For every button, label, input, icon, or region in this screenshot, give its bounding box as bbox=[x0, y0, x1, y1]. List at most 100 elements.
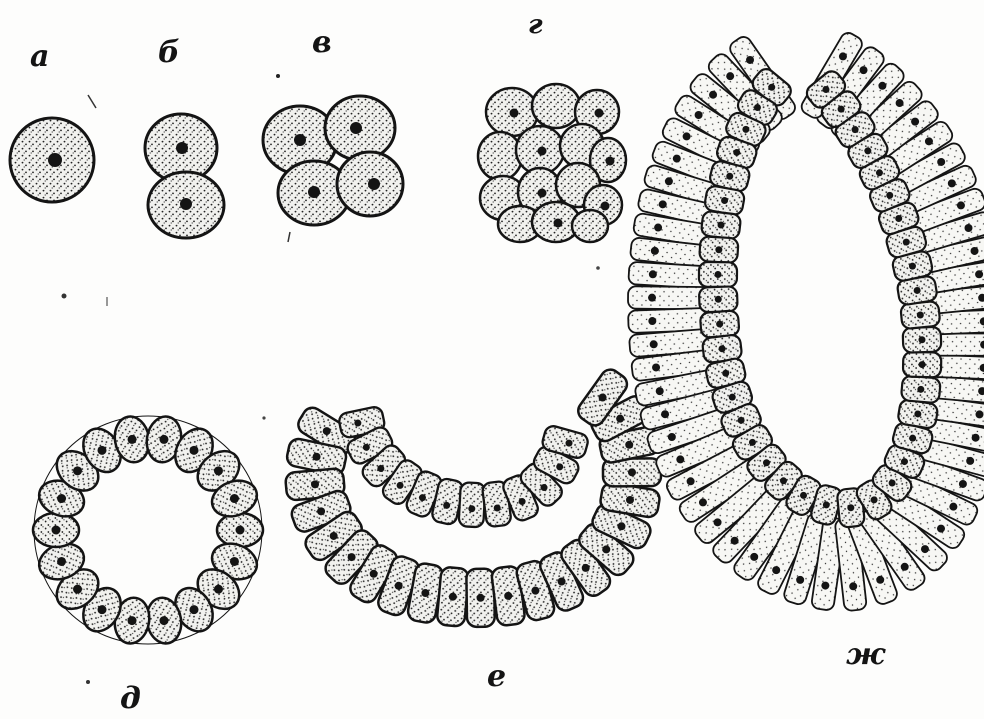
nucleus bbox=[661, 410, 669, 418]
nucleus bbox=[901, 458, 908, 465]
nucleus bbox=[419, 494, 426, 501]
nucleus bbox=[864, 147, 871, 154]
nucleus bbox=[541, 484, 548, 491]
stage-label-d: д bbox=[120, 684, 141, 714]
nucleus bbox=[648, 294, 656, 302]
nucleus bbox=[190, 446, 199, 455]
nucleus bbox=[350, 122, 362, 134]
nucleus bbox=[665, 177, 673, 185]
nucleus bbox=[921, 545, 929, 553]
nucleus bbox=[754, 104, 761, 111]
nucleus bbox=[957, 201, 965, 209]
nucleus bbox=[971, 247, 979, 255]
nucleus bbox=[878, 82, 886, 90]
nucleus bbox=[582, 564, 590, 572]
cell bbox=[572, 210, 608, 242]
nucleus bbox=[73, 585, 82, 594]
nucleus bbox=[876, 576, 884, 584]
cell bbox=[532, 84, 580, 128]
nucleus bbox=[729, 394, 736, 401]
nucleus bbox=[750, 553, 758, 561]
nucleus bbox=[311, 480, 319, 488]
nucleus bbox=[895, 215, 902, 222]
nucleus bbox=[556, 463, 563, 470]
nucleus bbox=[659, 200, 667, 208]
nucleus bbox=[796, 576, 804, 584]
nucleus bbox=[397, 482, 404, 489]
nucleus bbox=[176, 142, 188, 154]
stage-e-early-gastrula bbox=[285, 366, 661, 627]
nucleus bbox=[52, 526, 61, 535]
nucleus bbox=[656, 387, 664, 395]
nucleus bbox=[917, 312, 924, 319]
nucleus bbox=[695, 111, 703, 119]
nucleus bbox=[363, 444, 370, 451]
nucleus bbox=[903, 239, 910, 246]
nucleus bbox=[726, 173, 733, 180]
nucleus bbox=[628, 468, 636, 476]
nucleus bbox=[721, 197, 728, 204]
nucleus bbox=[649, 270, 657, 278]
nucleus bbox=[838, 106, 845, 113]
nucleus bbox=[715, 246, 722, 253]
nucleus bbox=[510, 109, 519, 118]
nucleus bbox=[800, 492, 807, 499]
nucleus bbox=[821, 582, 829, 590]
nucleus bbox=[911, 118, 919, 126]
nucleus bbox=[909, 263, 916, 270]
nucleus bbox=[839, 52, 847, 60]
nucleus bbox=[925, 137, 933, 145]
nucleus bbox=[871, 496, 878, 503]
nucleus bbox=[709, 91, 717, 99]
stage-label-b: б bbox=[158, 38, 180, 68]
nucleus bbox=[73, 466, 82, 475]
stage-b-two-cells bbox=[145, 114, 224, 238]
nucleus bbox=[159, 616, 168, 625]
nucleus bbox=[504, 592, 512, 600]
nucleus bbox=[742, 126, 749, 133]
nucleus bbox=[901, 563, 909, 571]
nucleus bbox=[749, 439, 756, 446]
nucleus bbox=[236, 526, 245, 535]
nucleus bbox=[964, 224, 972, 232]
nucleus bbox=[190, 605, 199, 614]
nucleus bbox=[128, 616, 137, 625]
nucleus bbox=[919, 361, 926, 368]
nucleus bbox=[443, 502, 450, 509]
nucleus bbox=[648, 317, 656, 325]
nucleus bbox=[650, 340, 658, 348]
nucleus bbox=[599, 394, 607, 402]
stage-label-e: е bbox=[487, 662, 506, 692]
nucleus bbox=[595, 109, 604, 118]
nucleus bbox=[972, 434, 980, 442]
cell bbox=[478, 132, 522, 180]
nucleus bbox=[975, 270, 983, 278]
nucleus bbox=[377, 465, 384, 472]
nucleus bbox=[889, 480, 896, 487]
nucleus bbox=[354, 420, 361, 427]
nucleus bbox=[48, 153, 62, 167]
nucleus bbox=[687, 477, 695, 485]
nucleus bbox=[714, 271, 721, 278]
nucleus bbox=[230, 494, 239, 503]
stage-label-zh: ж bbox=[846, 640, 885, 670]
nucleus bbox=[937, 525, 945, 533]
nucleus bbox=[733, 149, 740, 156]
nucleus bbox=[214, 585, 223, 594]
nucleus bbox=[948, 179, 956, 187]
nucleus bbox=[673, 155, 681, 163]
nucleus bbox=[722, 370, 729, 377]
nucleus bbox=[477, 594, 485, 602]
nucleus bbox=[738, 417, 745, 424]
nucleus bbox=[566, 440, 573, 447]
nucleus bbox=[966, 457, 974, 465]
nucleus bbox=[531, 587, 539, 595]
nucleus bbox=[668, 433, 676, 441]
nucleus bbox=[860, 66, 868, 74]
nucleus bbox=[98, 446, 107, 455]
nucleus bbox=[128, 435, 137, 444]
nucleus bbox=[421, 589, 429, 597]
nucleus bbox=[852, 126, 859, 133]
